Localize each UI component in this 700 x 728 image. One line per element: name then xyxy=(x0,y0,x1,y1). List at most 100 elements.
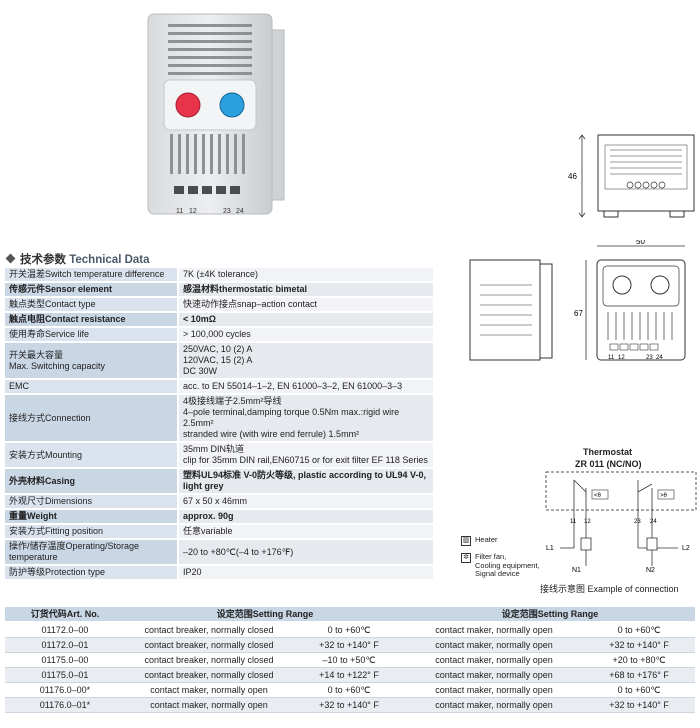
spec-label: 防护等级Protection type xyxy=(5,565,179,580)
spec-value: 任意variable xyxy=(178,524,433,539)
setpoint-2: >θ xyxy=(660,493,668,499)
article-cell: 01175.0–00 xyxy=(5,652,125,668)
photo-terminal-label: 11 xyxy=(176,208,183,215)
article-cell: +68 to +176° F xyxy=(583,667,696,683)
section-title-cn: 技术参数 xyxy=(20,254,66,266)
spec-label: EMC xyxy=(5,379,179,394)
legend-heater: ▥ Heater xyxy=(461,535,498,546)
article-cell: contact maker, normally open xyxy=(125,682,293,698)
spec-value: 67 x 50 x 46mm xyxy=(178,494,433,509)
spec-row: 触点电阻Contact resistance< 10mΩ xyxy=(5,312,433,327)
section-title-en: Technical Data xyxy=(69,254,150,266)
article-row: 01176.0–00*contact maker, normally open 0… xyxy=(5,682,696,698)
article-table: 订货代码Art. No. 设定范围Setting Range 设定范围Setti… xyxy=(5,607,696,713)
article-row: 01176.0–01*contact maker, normally open+… xyxy=(5,697,696,713)
spec-label: 开关温差Switch temperature difference xyxy=(5,268,179,282)
photo-terminal-label: 23 xyxy=(223,208,231,215)
fan-icon: ✲ xyxy=(461,553,471,563)
article-cell: contact breaker, normally closed xyxy=(125,667,293,683)
legend-heater-label: Heater xyxy=(475,535,498,544)
article-cell: –10 to +50℃ xyxy=(293,652,406,668)
front-view-drawing: 50 67 11 12 23 24 xyxy=(469,240,686,361)
n1-label: N1 xyxy=(572,567,581,574)
article-cell: +20 to +80℃ xyxy=(583,652,696,668)
article-cell: contact breaker, normally closed xyxy=(125,652,293,668)
article-cell: +32 to +140° F xyxy=(583,637,696,653)
spec-label: 安装方式Fitting position xyxy=(5,524,179,539)
header-art-no: 订货代码Art. No. xyxy=(5,607,125,623)
setpoint-1: <θ xyxy=(594,493,602,499)
article-cell: contact maker, normally open xyxy=(405,622,584,638)
spec-value: 塑料UL94标准 V-0防火等级, plastic according to U… xyxy=(178,468,433,494)
wiring-terminal-label: 11 xyxy=(570,519,577,525)
spec-value: 快速动作接点snap–action contact xyxy=(178,297,433,312)
spec-value: –20 to +80℃(–4 to +176℉) xyxy=(178,539,433,565)
spec-value: > 100,000 cycles xyxy=(178,327,433,342)
article-cell: contact maker, normally open xyxy=(125,697,293,713)
article-cell: +32 to +140° F xyxy=(583,697,696,713)
article-cell: 0 to +60℃ xyxy=(583,682,696,698)
n2-label: N2 xyxy=(646,567,655,574)
article-cell: 0 to +60℃ xyxy=(293,622,406,638)
dim-width: 50 xyxy=(636,240,645,246)
wiring-terminal-label: 24 xyxy=(650,519,657,525)
photo-terminal-label: 12 xyxy=(189,208,197,215)
wiring-terminal-label: 12 xyxy=(584,519,591,525)
spec-label: 外观尺寸Dimensions xyxy=(5,494,179,509)
spec-row: 使用寿命Service life> 100,000 cycles xyxy=(5,327,433,342)
front-terminal-label: 11 xyxy=(608,355,615,361)
article-cell: 01176.0–00* xyxy=(5,682,125,698)
wiring-diagram: <θ >θ 11 12 23 24 L1 L2 N1 N2 xyxy=(545,471,697,574)
spec-label: 开关最大容量 Max. Switching capacity xyxy=(5,342,179,379)
product-photo: 11 12 23 24 xyxy=(147,13,285,215)
spec-value: IP20 xyxy=(178,565,433,580)
article-cell: 0 to +60℃ xyxy=(583,622,696,638)
dim-height: 67 xyxy=(574,309,583,318)
header-setting-range-1: 设定范围Setting Range xyxy=(125,607,406,623)
spec-label: 外壳材料Casing xyxy=(5,468,179,494)
article-cell: contact maker, normally open xyxy=(405,652,584,668)
spec-row: 操作/储存温度Operating/Storage temperature–20 … xyxy=(5,539,433,565)
front-terminal-label: 24 xyxy=(656,355,663,361)
red-dial xyxy=(175,92,201,118)
spec-label: 安装方式Mounting xyxy=(5,442,179,468)
spec-value: 250VAC, 10 (2) A 120VAC, 15 (2) A DC 30W xyxy=(178,342,433,379)
wiring-title: Thermostat xyxy=(583,447,633,457)
front-terminal-label: 12 xyxy=(618,355,625,361)
article-cell: 01175.0–01 xyxy=(5,667,125,683)
header-setting-range-2: 设定范围Setting Range xyxy=(405,607,696,623)
legend-fan-label: Filter fan, Cooling equipment, Signal de… xyxy=(475,552,540,578)
article-cell: 01176.0–01* xyxy=(5,697,125,713)
spec-value: 35mm DIN轨道 clip for 35mm DIN rail,EN6071… xyxy=(178,442,433,468)
l1-label: L1 xyxy=(546,545,554,552)
spec-label: 传感元件Sensor element xyxy=(5,282,179,297)
article-cell: contact maker, normally open xyxy=(405,637,584,653)
spec-label: 操作/储存温度Operating/Storage temperature xyxy=(5,539,179,565)
article-cell: +32 to +140° F xyxy=(293,637,406,653)
article-cell: 01172.0–01 xyxy=(5,637,125,653)
article-cell: contact maker, normally open xyxy=(405,697,584,713)
photo-terminal-label: 24 xyxy=(236,208,244,215)
spec-value: < 10mΩ xyxy=(178,312,433,327)
heater-icon: ▥ xyxy=(461,536,471,546)
connection-caption: 接线示意图 Example of connection xyxy=(540,584,679,594)
dim-depth: 46 xyxy=(568,172,577,181)
front-terminal-label: 23 xyxy=(646,355,653,361)
article-cell: +32 to +140° F xyxy=(293,697,406,713)
diamond-bullet-icon xyxy=(5,253,16,264)
spec-value: 感温材料thermostatic bimetal xyxy=(178,282,433,297)
article-cell: contact breaker, normally closed xyxy=(125,637,293,653)
